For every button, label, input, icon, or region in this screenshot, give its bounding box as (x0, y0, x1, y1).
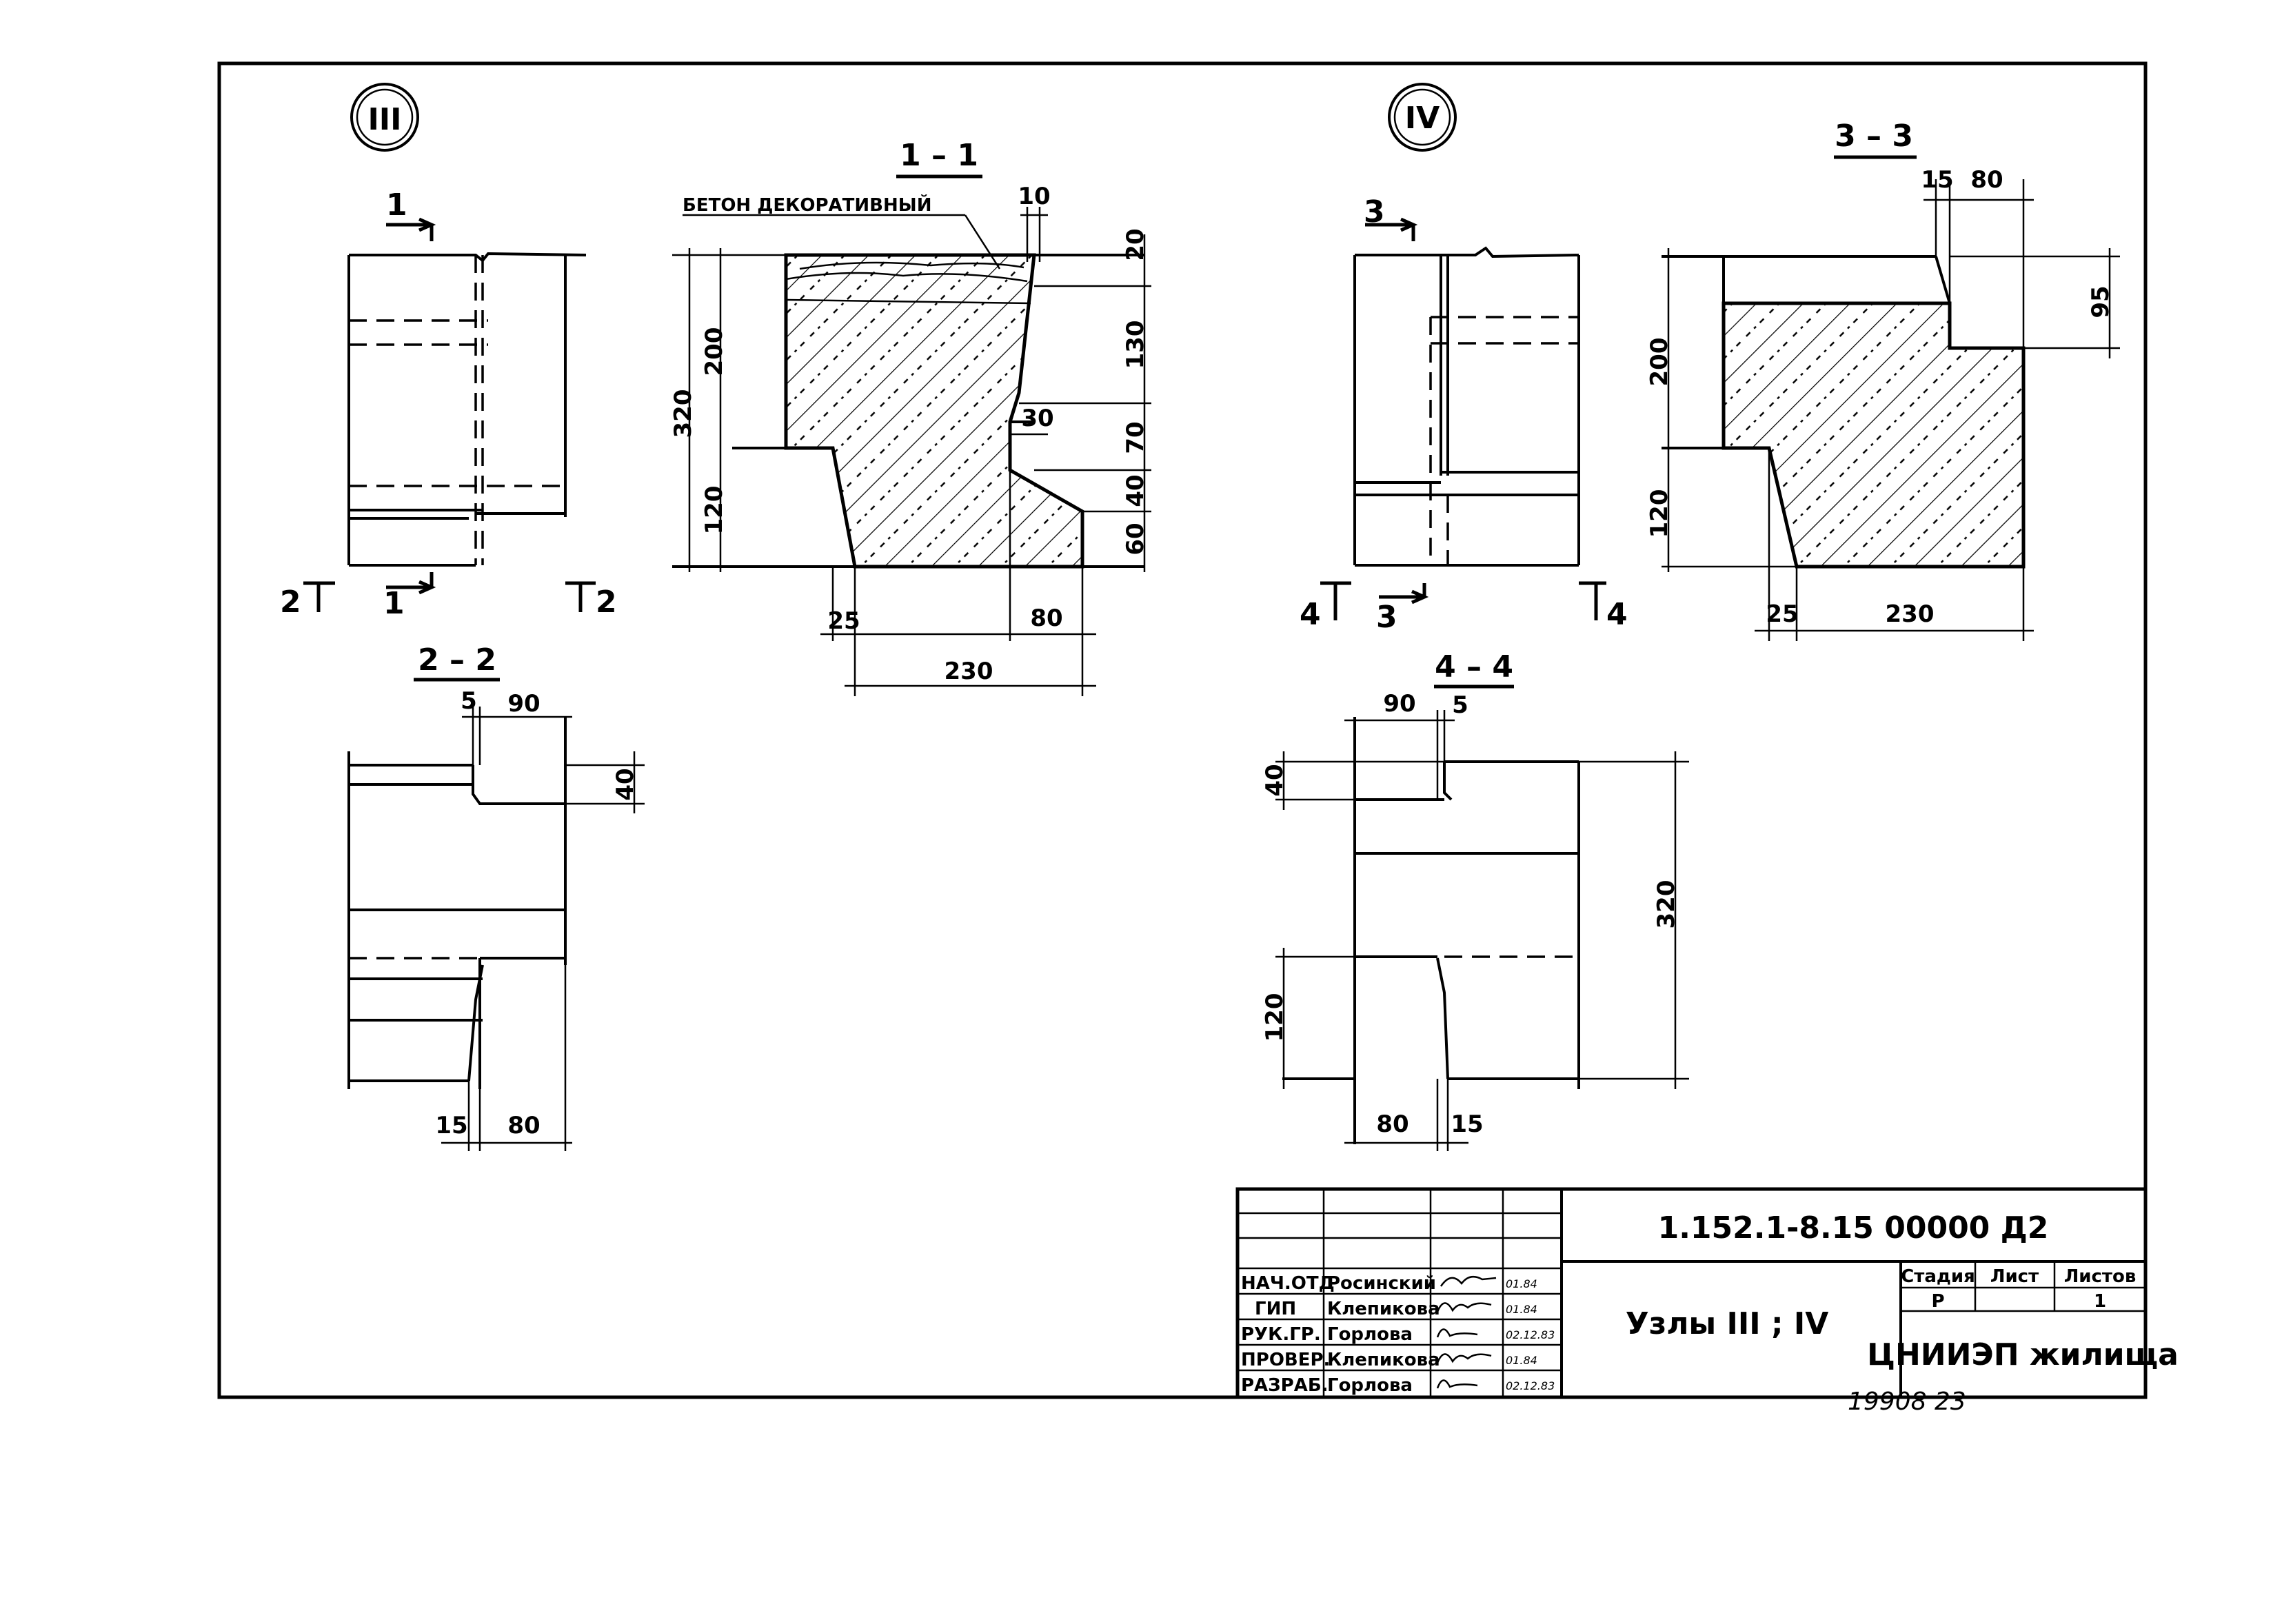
drawing-title: Узлы III ; IV (1626, 1306, 1829, 1341)
signature-mark (1436, 1353, 1492, 1363)
node-3-label: III (367, 102, 401, 137)
s22-dim-80: 80 (507, 1112, 540, 1139)
title-block-row: РУК.ГР. Горлова 02.12.83 (1241, 1324, 1555, 1345)
cut-marker-2-left: 2 (280, 585, 301, 620)
s11-dim-80: 80 (1030, 605, 1062, 632)
section-3-3-title: 3 – 3 (1835, 119, 1913, 154)
s44-dim-15: 15 (1451, 1110, 1483, 1138)
section-2-2: 2 – 2 5 90 40 15 80 (347, 642, 645, 1151)
node-4-callout: IV (1388, 83, 1457, 152)
s22-dim-5: 5 (461, 687, 477, 715)
organization: ЦНИИЭП жилища (1867, 1337, 2179, 1372)
title-block-row: НАЧ.ОТД Росинский 01.84 (1241, 1273, 1537, 1294)
s11-dim-200: 200 (700, 327, 728, 376)
s44-dim-320: 320 (1653, 880, 1680, 929)
signature-mark (1440, 1275, 1497, 1287)
s22-dim-40: 40 (612, 768, 639, 800)
sheets-value: 1 (2094, 1291, 2106, 1312)
node-3-callout: III (350, 83, 419, 152)
section-1-1: 1 – 1 БЕТОН ДЕКОРАТИВНЫЙ 320 200 120 20 … (669, 138, 1151, 696)
cut-marker-2-right: 2 (596, 585, 617, 620)
signature-mark (1436, 1302, 1492, 1312)
role-label: РУК.ГР. (1241, 1324, 1321, 1345)
s11-dim-30: 30 (1021, 405, 1053, 432)
s44-dim-120: 120 (1261, 993, 1289, 1042)
sign-date: 01.84 (1506, 1354, 1537, 1367)
s11-dim-20: 20 (1122, 228, 1149, 261)
s33-dim-25: 25 (1766, 600, 1798, 628)
person-name: Клепикова (1327, 1299, 1440, 1319)
person-name: Росинский (1327, 1273, 1436, 1294)
s33-dim-15: 15 (1921, 166, 1953, 194)
cut-marker-3-bottom: 3 (1376, 600, 1397, 635)
sheet-frame (217, 61, 2148, 1399)
s22-dim-90: 90 (507, 690, 540, 718)
s11-dim-60: 60 (1122, 522, 1149, 555)
footer-note: 19908 23 (1848, 1388, 1966, 1416)
title-block-row: РАЗРАБ. Горлова 02.12.83 (1241, 1375, 1555, 1396)
sign-date: 02.12.83 (1506, 1379, 1555, 1392)
s11-dim-25: 25 (827, 607, 860, 635)
sign-date: 01.84 (1506, 1303, 1537, 1316)
s11-dim-130: 130 (1122, 321, 1149, 369)
cut-marker-4-right: 4 (1606, 597, 1628, 632)
node-4-elevation: 3 3 4 4 (1300, 194, 1628, 635)
s44-dim-40: 40 (1261, 764, 1289, 796)
title-block-row: ПРОВЕР. Клепикова 01.84 (1241, 1350, 1537, 1370)
person-name: Горлова (1327, 1324, 1413, 1345)
stage-value: Р (1931, 1291, 1944, 1312)
title-block-row: ГИП Клепикова 01.84 (1255, 1299, 1537, 1319)
s33-dim-80: 80 (1970, 166, 2003, 194)
person-name: Горлова (1327, 1375, 1413, 1396)
node-3-elevation: 1 1 2 2 (280, 187, 617, 621)
sign-date: 01.84 (1506, 1277, 1537, 1290)
role-label: ГИП (1255, 1299, 1296, 1319)
s11-dim-40: 40 (1122, 474, 1149, 507)
signature-mark (1436, 1379, 1478, 1389)
s22-dim-15: 15 (435, 1112, 467, 1139)
document-code: 1.152.1-8.15 00000 Д2 (1658, 1210, 2049, 1246)
s33-dim-95: 95 (2087, 285, 2114, 318)
s11-dim-230: 230 (945, 658, 993, 685)
stage-label: Стадия (1901, 1266, 1975, 1287)
node-4-label: IV (1405, 101, 1440, 136)
s11-dim-120: 120 (700, 486, 728, 535)
role-label: РАЗРАБ. (1241, 1375, 1329, 1396)
role-label: НАЧ.ОТД (1241, 1273, 1335, 1294)
s44-dim-80: 80 (1376, 1110, 1408, 1138)
s33-dim-200: 200 (1646, 338, 1673, 387)
signature-mark (1436, 1328, 1478, 1338)
person-name: Клепикова (1327, 1350, 1440, 1370)
sheets-label: Листов (2064, 1266, 2137, 1287)
role-label: ПРОВЕР. (1241, 1350, 1330, 1370)
s11-dim-320: 320 (669, 389, 697, 438)
cut-marker-3-top: 3 (1364, 194, 1385, 230)
sheet-label: Лист (1990, 1266, 2039, 1287)
section-2-2-title: 2 – 2 (418, 642, 496, 678)
section-4-4-title: 4 – 4 (1435, 649, 1513, 684)
s11-dim-70: 70 (1122, 421, 1149, 454)
section-1-1-title: 1 – 1 (900, 138, 978, 173)
cut-marker-4-left: 4 (1300, 597, 1321, 632)
cut-marker-1-bottom: 1 (383, 586, 405, 621)
sign-date: 02.12.83 (1506, 1328, 1555, 1341)
section-3-3: 3 – 3 200 120 15 80 95 25 230 (1646, 119, 2120, 641)
s33-dim-120: 120 (1646, 489, 1673, 538)
s44-dim-90: 90 (1383, 690, 1415, 718)
material-note: БЕТОН ДЕКОРАТИВНЫЙ (683, 194, 931, 216)
s44-dim-5: 5 (1452, 691, 1468, 719)
section-4-4: 4 – 4 90 5 40 120 320 80 (1261, 649, 1689, 1151)
s33-dim-230: 230 (1886, 600, 1935, 628)
cut-marker-1-top: 1 (386, 187, 407, 223)
s11-dim-10: 10 (1018, 183, 1050, 210)
title-block: НАЧ.ОТД Росинский 01.84 ГИП Клепикова 01… (1235, 1187, 2179, 1399)
